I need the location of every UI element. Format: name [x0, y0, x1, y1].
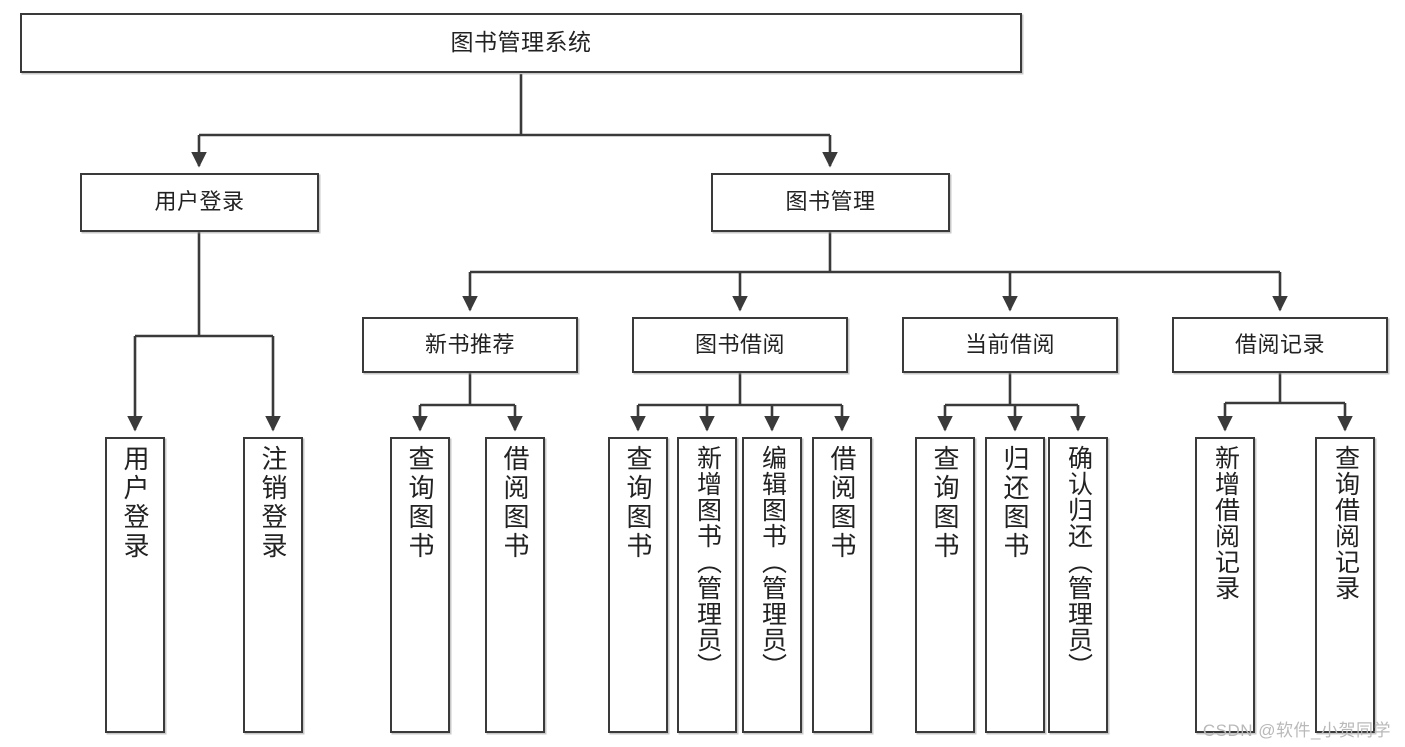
- leaf-record-query-record-label: 查询借阅记录: [1331, 445, 1360, 601]
- leaf-current-return-book[interactable]: 归还图书: [985, 437, 1045, 733]
- leaf-record-add-record[interactable]: 新增借阅记录: [1195, 437, 1255, 733]
- leaf-current-confirm-return-label: 确认归还（管理员）: [1064, 445, 1093, 679]
- leaf-borrow-edit-book-label: 编辑图书（管理员）: [758, 445, 787, 679]
- node-user-login[interactable]: 用户登录: [80, 173, 319, 232]
- node-current-borrow-label: 当前借阅: [964, 331, 1055, 357]
- leaf-new-book-query[interactable]: 查询图书: [390, 437, 450, 733]
- leaf-user-login-logout-label: 注销登录: [258, 445, 288, 561]
- leaf-record-query-record[interactable]: 查询借阅记录: [1315, 437, 1375, 733]
- node-root[interactable]: 图书管理系统: [20, 13, 1022, 73]
- node-user-login-label: 用户登录: [154, 189, 245, 215]
- node-current-borrow[interactable]: 当前借阅: [902, 317, 1118, 373]
- leaf-current-confirm-return[interactable]: 确认归还（管理员）: [1048, 437, 1108, 733]
- leaf-borrow-add-book[interactable]: 新增图书（管理员）: [677, 437, 737, 733]
- node-book-management[interactable]: 图书管理: [711, 173, 950, 232]
- leaf-borrow-borrow-book[interactable]: 借阅图书: [812, 437, 872, 733]
- leaf-new-book-query-label: 查询图书: [405, 445, 435, 561]
- node-book-management-label: 图书管理: [785, 189, 876, 215]
- node-borrow-record[interactable]: 借阅记录: [1172, 317, 1388, 373]
- leaf-current-query-book-label: 查询图书: [930, 445, 960, 561]
- node-borrow-record-label: 借阅记录: [1234, 331, 1325, 357]
- leaf-user-login-login-label: 用户登录: [120, 445, 150, 561]
- leaf-new-book-borrow[interactable]: 借阅图书: [485, 437, 545, 733]
- node-book-borrow-label: 图书借阅: [694, 331, 785, 357]
- node-book-borrow[interactable]: 图书借阅: [632, 317, 848, 373]
- node-new-book-recommend-label: 新书推荐: [424, 331, 515, 357]
- leaf-user-login-login[interactable]: 用户登录: [105, 437, 165, 733]
- leaf-user-login-logout[interactable]: 注销登录: [243, 437, 303, 733]
- leaf-borrow-query-book[interactable]: 查询图书: [608, 437, 668, 733]
- leaf-record-add-record-label: 新增借阅记录: [1211, 445, 1240, 601]
- leaf-borrow-edit-book[interactable]: 编辑图书（管理员）: [742, 437, 802, 733]
- leaf-current-query-book[interactable]: 查询图书: [915, 437, 975, 733]
- watermark: CSDN @软件_小贺同学: [1202, 721, 1391, 740]
- node-new-book-recommend[interactable]: 新书推荐: [362, 317, 578, 373]
- node-root-label: 图书管理系统: [450, 29, 592, 56]
- leaf-borrow-query-book-label: 查询图书: [623, 445, 653, 561]
- leaf-borrow-borrow-book-label: 借阅图书: [827, 445, 857, 561]
- leaf-current-return-book-label: 归还图书: [1000, 445, 1030, 561]
- leaf-new-book-borrow-label: 借阅图书: [500, 445, 530, 561]
- leaf-borrow-add-book-label: 新增图书（管理员）: [693, 445, 722, 679]
